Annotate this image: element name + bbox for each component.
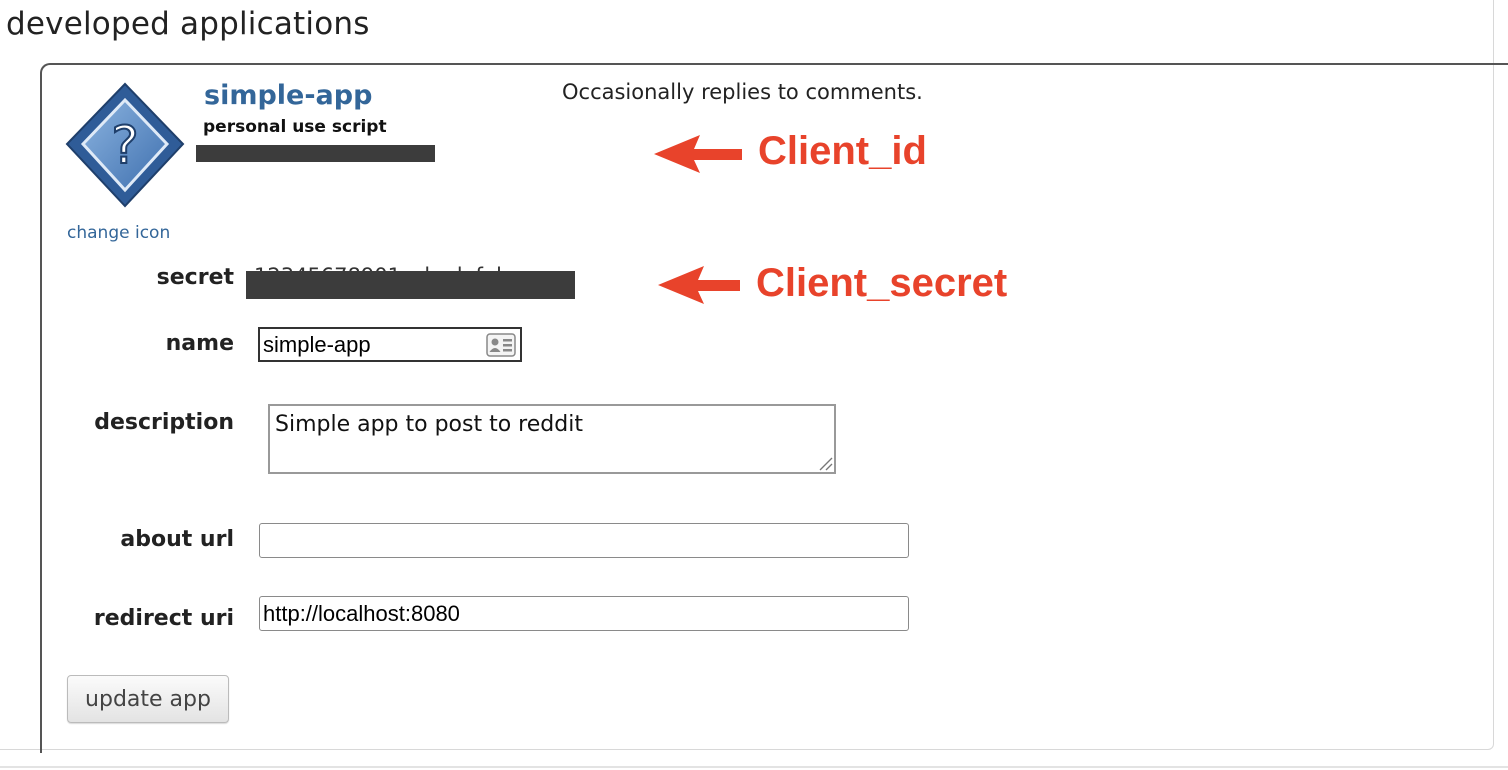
client-id-redaction — [196, 145, 435, 162]
app-panel — [40, 63, 1508, 753]
app-name: simple-app — [204, 80, 373, 111]
secret-label: secret — [156, 265, 234, 290]
resize-grip-icon[interactable] — [818, 456, 834, 472]
app-type: personal use script — [203, 117, 387, 137]
client-secret-redaction — [246, 271, 575, 299]
about-url-label: about url — [120, 527, 234, 552]
description-label: description — [94, 410, 234, 435]
redirect-uri-input[interactable] — [259, 596, 909, 631]
client-id-arrow-icon — [654, 135, 742, 173]
divider — [0, 766, 1508, 768]
redirect-uri-label: redirect uri — [93, 606, 234, 631]
section-title: developed applications — [6, 6, 370, 42]
client-secret-arrow-icon — [658, 266, 740, 304]
about-url-input[interactable] — [259, 523, 909, 558]
name-label: name — [165, 331, 234, 356]
contact-card-icon[interactable] — [486, 333, 516, 357]
name-input[interactable] — [258, 327, 522, 362]
change-icon-link[interactable]: change icon — [67, 223, 171, 243]
client-id-annotation: Client_id — [758, 129, 927, 173]
update-app-button[interactable]: update app — [67, 675, 229, 723]
question-mark-diamond-icon: ? — [65, 82, 185, 208]
description-textarea[interactable]: Simple app to post to reddit — [268, 404, 836, 474]
client-secret-annotation: Client_secret — [756, 261, 1008, 305]
svg-text:?: ? — [111, 116, 139, 176]
app-description-text: Occasionally replies to comments. — [562, 80, 923, 104]
